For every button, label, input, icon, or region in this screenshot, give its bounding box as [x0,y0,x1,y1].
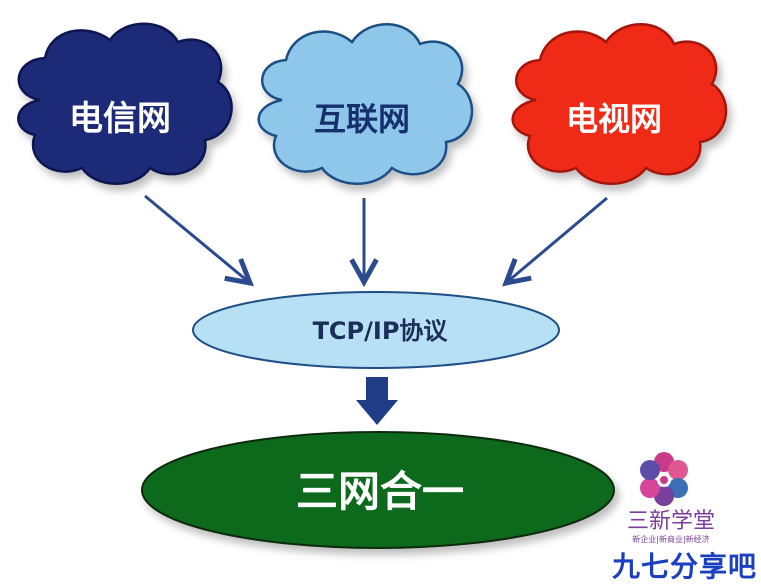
flower-icon [640,452,688,506]
cloud-tv-shape [511,23,728,185]
arrow-tv-to-protocol [506,196,608,283]
protocol-label: TCP/IP协议 [313,317,449,345]
cloud-label-telecom: 电信网 [69,99,171,139]
logo-name: 三新学堂 [627,509,715,534]
watermark-text: 九七分享吧 [611,550,757,583]
cloud-internet-shape [257,23,474,185]
cloud-telecom-network [17,22,233,185]
protocol-ellipse [192,291,560,369]
sanxin-xuetang-logo: 三新学堂 新企业|新商业|新经济 [627,452,715,544]
cloud-telecom-shape [17,22,233,185]
cloud-tv-network [511,23,728,185]
cloud-internet [257,23,474,185]
cloud-label-tv: 电视网 [566,100,662,138]
cloud-label-internet: 互联网 [314,100,410,138]
result-ellipse [141,431,615,549]
logo-tagline: 新企业|新商业|新经济 [632,534,709,544]
arrow-telecom-to-protocol [144,194,250,283]
down-arrow-icon [356,377,398,425]
result-label: 三网合一 [296,467,464,516]
